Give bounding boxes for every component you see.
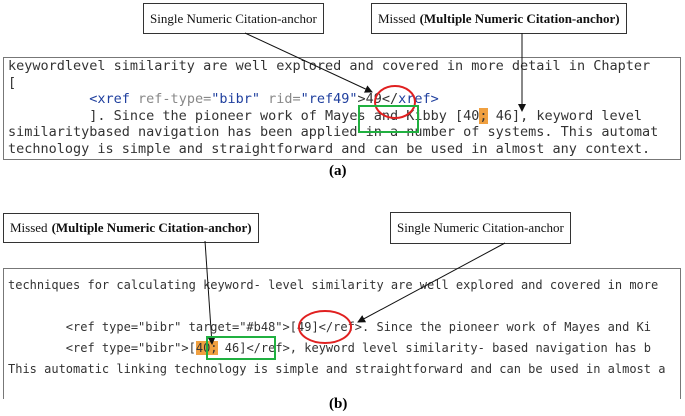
xref-attr: rid= (259, 91, 301, 107)
label-missed-b: Missed(Multiple Numeric Citation-anchor) (3, 213, 259, 243)
text: </ref>. Since the pioneer work of Mayes … (318, 320, 652, 334)
code-line: techniques for calculating keyword- leve… (8, 278, 659, 292)
label-text: Single Numeric Citation-anchor (150, 10, 317, 26)
multi-cite: 46] (217, 341, 247, 355)
multi-cite: 46] (487, 107, 521, 124)
panel-a-code: keywordlevel similarity are well explore… (3, 57, 681, 160)
text: </ref>, keyword level similarity- based … (246, 341, 652, 355)
multi-cite-highlight: ; (479, 107, 488, 124)
xref-close: xref> (398, 91, 439, 107)
panel-b-code: techniques for calculating keyword- leve… (3, 268, 681, 399)
code-line: <ref type="bibr">[40; 46]</ref>, keyword… (8, 341, 651, 355)
single-cite: [49] (289, 320, 319, 334)
label-bold: (Multiple Numeric Citation-anchor) (419, 10, 620, 26)
label-text: Single Numeric Citation-anchor (397, 220, 564, 235)
label-single-citation-b: Single Numeric Citation-anchor (390, 212, 571, 244)
multi-cite: [ (188, 341, 196, 355)
indent (8, 91, 89, 107)
label-text: Missed (378, 10, 416, 26)
code-line: similaritybased navigation has been appl… (8, 124, 659, 140)
text: , keyword level (520, 107, 642, 124)
label-missed-a: Missed(Multiple Numeric Citation-anchor) (371, 3, 627, 34)
label-text: Missed (10, 220, 48, 235)
code-line: [ (8, 74, 17, 91)
xref-val: "bibr" (211, 91, 260, 107)
text: ]. Since the pioneer work of Mayes and K… (8, 107, 456, 124)
label-single-citation-a: Single Numeric Citation-anchor (143, 3, 324, 34)
multi-cite: [40 (455, 107, 480, 124)
xref-tag: <xref (89, 91, 130, 107)
code-line: <ref type="bibr" target="#b48">[49]</ref… (8, 320, 651, 334)
xref-val: "ref49" (300, 91, 358, 107)
code-line: keywordlevel similarity are well explore… (8, 58, 651, 74)
label-bold: (Multiple Numeric Citation-anchor) (51, 220, 252, 235)
code-line: <xref ref-type="bibr" rid="ref49">49</xr… (8, 91, 439, 107)
caption-a: (a) (329, 163, 347, 179)
multi-cite-highlight: 40; (195, 341, 218, 355)
code-line: technology is simple and straightforward… (8, 140, 651, 157)
xref-content: >49</ (357, 91, 399, 107)
xref-attr: ref-type= (129, 91, 212, 107)
code-line: This automatic linking technology is sim… (8, 362, 666, 376)
caption-b: (b) (329, 396, 348, 412)
code-line: ]. Since the pioneer work of Mayes and K… (8, 107, 642, 124)
ref-tag: <ref type="bibr"> (8, 341, 189, 355)
ref-tag: <ref type="bibr" target="#b48"> (8, 320, 290, 334)
